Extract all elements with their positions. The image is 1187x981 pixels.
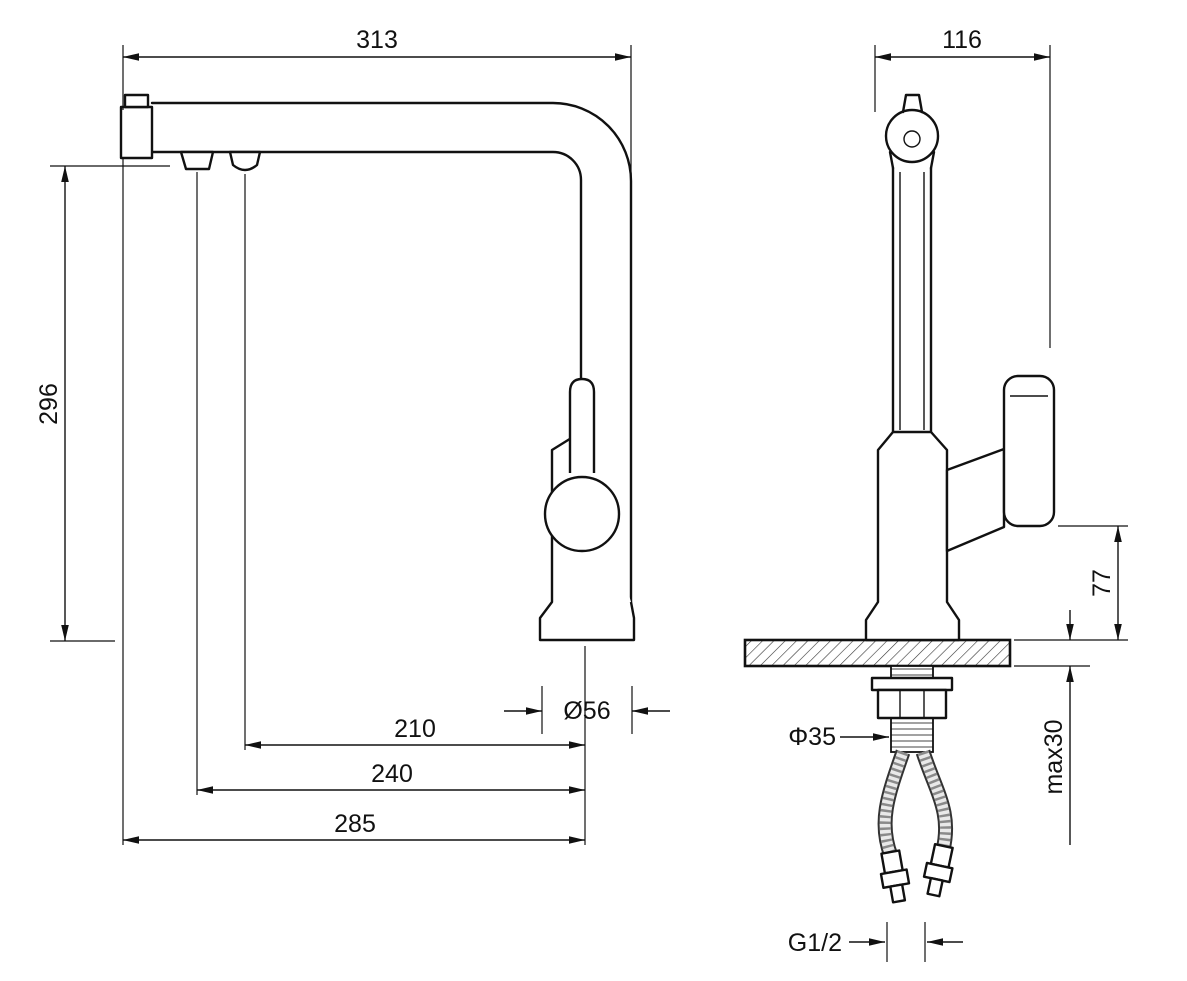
dimension-top-depth: 116 <box>874 26 1051 348</box>
supply-hoses <box>877 749 954 904</box>
riser-pipe-inner <box>899 172 925 430</box>
dimension-body-above-deck: 77 <box>1014 525 1128 641</box>
dim-hole-diameter-label: Φ35 <box>788 723 836 751</box>
locknut <box>876 688 948 720</box>
faucet-side-view <box>119 93 636 642</box>
dimension-overall-reach: 285 <box>122 158 586 845</box>
spout-outer-outline <box>150 101 633 604</box>
head-neck <box>888 150 936 170</box>
dimension-outlet-near: 210 <box>244 174 585 750</box>
spout-inner-outline <box>150 150 583 434</box>
dim-body-above-deck-label: 77 <box>1088 569 1116 597</box>
handle-stem-side <box>568 377 596 473</box>
outlet-nub-far <box>179 150 215 171</box>
spray-head-tip <box>901 93 924 114</box>
dim-overall-reach-label: 285 <box>334 810 376 838</box>
dimension-deck-thickness: max30 <box>1014 610 1090 845</box>
dimension-spout-reach: 313 <box>122 26 632 176</box>
spout-tip-cap <box>123 93 150 109</box>
dim-outlet-far-label: 240 <box>371 760 413 788</box>
outlet-nub-near <box>228 150 262 172</box>
spout-tip-block <box>119 105 154 160</box>
dimension-base-diameter: Ø56 <box>504 686 670 734</box>
spray-head-detail <box>903 130 921 148</box>
handle-cone <box>945 447 1006 553</box>
dim-outlet-near-label: 210 <box>394 715 436 743</box>
dim-thread-size-label: G1/2 <box>788 929 842 957</box>
dim-top-depth-label: 116 <box>942 26 982 54</box>
dim-base-diameter-label: Ø56 <box>563 697 610 725</box>
handle-ball-side <box>543 475 621 553</box>
dimension-thread-size: G1/2 <box>788 922 963 962</box>
dimension-hole-diameter: Φ35 <box>788 723 889 751</box>
hose-right-braid <box>917 750 952 852</box>
spray-head-face <box>884 108 940 164</box>
dim-height-label: 296 <box>35 383 63 425</box>
hose-left-braid <box>879 750 909 858</box>
hose-right-connector <box>922 843 954 898</box>
faucet-front-view <box>743 93 1056 904</box>
countertop-slab <box>743 638 1012 668</box>
locknut-facets <box>899 690 925 718</box>
dim-deck-thickness-label: max30 <box>1040 719 1068 794</box>
handle-lever <box>1002 374 1056 528</box>
washer <box>870 676 954 692</box>
riser-pipe-outline <box>891 166 933 434</box>
dim-spout-reach-label: 313 <box>356 26 398 54</box>
dimension-outlet-far: 240 <box>196 172 585 795</box>
body-front-outline <box>864 430 961 642</box>
hose-left-connector <box>879 849 911 904</box>
dimension-height: 296 <box>35 165 170 642</box>
